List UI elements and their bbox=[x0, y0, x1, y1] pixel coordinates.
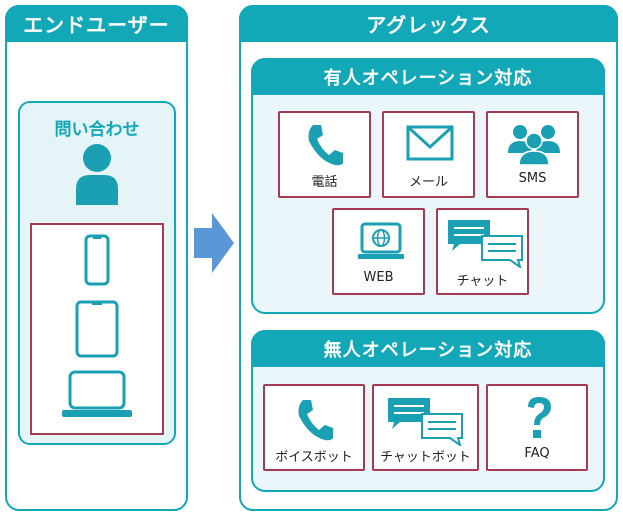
channel-label: SMS bbox=[518, 171, 547, 186]
channel-label: チャットボット bbox=[380, 450, 471, 465]
unstaffed-title: 無人オペレーション対応 bbox=[251, 330, 605, 367]
channel-card-faq: FAQ bbox=[486, 384, 588, 471]
inquiry-label: 問い合わせ bbox=[54, 120, 140, 140]
channel-card-sms: SMS bbox=[486, 111, 579, 198]
question-icon bbox=[528, 397, 551, 438]
end-user-title: エンドユーザー bbox=[5, 5, 188, 42]
channel-card-web: WEB bbox=[332, 208, 425, 295]
smartphone-icon bbox=[84, 234, 110, 286]
channel-label: 電話 bbox=[311, 175, 338, 190]
channel-label: FAQ bbox=[524, 446, 550, 461]
chat-icon bbox=[448, 220, 523, 268]
person-icon bbox=[76, 144, 118, 205]
company-title: アグレックス bbox=[239, 5, 618, 42]
phone-icon bbox=[308, 125, 343, 166]
channel-label: メール bbox=[408, 175, 448, 190]
channel-card-chat: チャット bbox=[436, 208, 529, 295]
channel-card-voicebot: ボイスボット bbox=[263, 384, 365, 471]
laptop-icon bbox=[62, 370, 132, 417]
channel-label: ボイスボット bbox=[275, 450, 353, 465]
mail-icon bbox=[406, 125, 454, 161]
phone-icon bbox=[298, 400, 333, 441]
chat-icon bbox=[388, 398, 463, 446]
channel-label: チャット bbox=[456, 274, 509, 289]
web-browser-icon bbox=[358, 222, 404, 259]
channel-card-phone: 電話 bbox=[278, 111, 371, 198]
group-icon bbox=[508, 125, 560, 165]
tablet-icon bbox=[75, 300, 119, 358]
channel-card-chatbot: チャットボット bbox=[372, 384, 479, 471]
channel-card-mail: メール bbox=[382, 111, 475, 198]
channel-label: WEB bbox=[363, 270, 394, 285]
arrow-right-icon bbox=[194, 213, 234, 273]
staffed-title: 有人オペレーション対応 bbox=[251, 58, 605, 95]
